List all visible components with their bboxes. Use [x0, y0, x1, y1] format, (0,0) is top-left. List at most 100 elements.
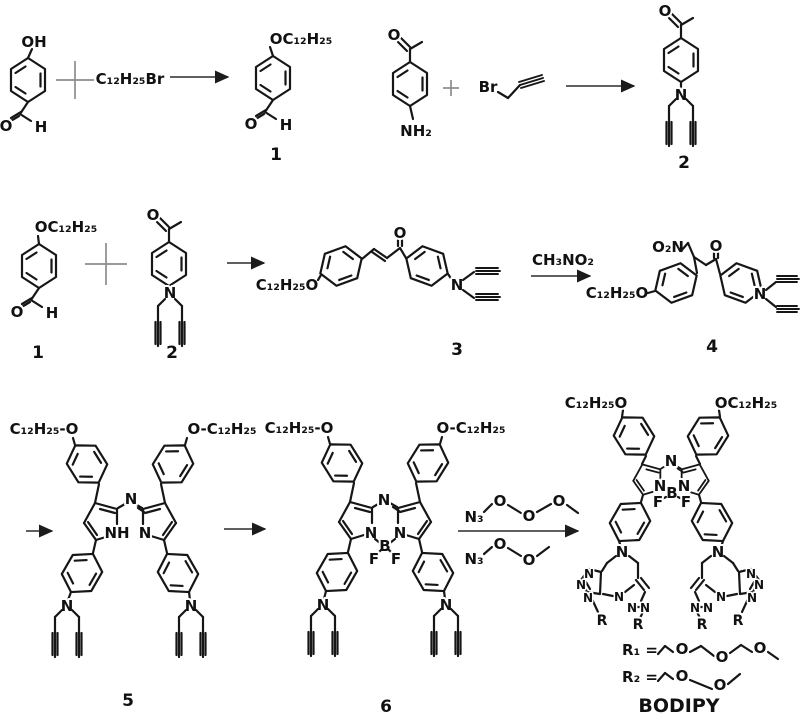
dipropargyl-group: [430, 607, 462, 658]
benzene-ring: [55, 544, 109, 602]
azadipyrromethene-core: [82, 501, 178, 542]
plus-sign: [85, 243, 127, 285]
r-group-label: R: [697, 617, 708, 633]
atom-label-h: H: [35, 118, 48, 136]
benzene-ring: [145, 435, 201, 493]
atom-label-n: N: [627, 601, 637, 615]
atom-label-n: N: [640, 601, 650, 615]
atom-label-n: N: [654, 477, 667, 495]
atom-label-o: O: [714, 676, 727, 694]
benzene-ring: [254, 54, 292, 102]
compound-number-2: 2: [166, 343, 178, 363]
ether-label: O-C₁₂H₂₅: [436, 419, 505, 437]
benzene-ring: [662, 36, 700, 84]
r1-definition-label: R₁ =: [622, 641, 658, 659]
atom-label-n: N: [614, 590, 624, 604]
triazole-cluster-left: N N N N N N R R: [574, 554, 652, 635]
atom-label-n: N: [712, 543, 725, 561]
benzene-ring: [150, 240, 188, 288]
atom-label-o: O: [553, 492, 566, 510]
atom-label-o: O: [11, 303, 24, 321]
r-group-label: R: [633, 617, 644, 633]
benzene-ring: [648, 258, 704, 308]
dipropargyl-group: [764, 275, 800, 313]
compound-number-5: 5: [122, 691, 134, 711]
r-group-label: R: [597, 613, 608, 629]
bromide-label: Br: [479, 78, 498, 96]
compound-number-1: 1: [270, 145, 282, 165]
benzene-ring: [313, 241, 369, 291]
dipropargyl-group: [154, 297, 186, 348]
benzene-ring: [151, 544, 205, 602]
atom-label-n: N: [716, 590, 726, 604]
atom-label-n: N: [576, 578, 586, 592]
atom-label-n: N: [378, 491, 391, 509]
atom-label-n: N: [440, 596, 453, 614]
triazole-cluster-right: N N N N N N R R: [688, 554, 766, 635]
reaction-2: O NH₂ Br O N 2: [386, 0, 700, 175]
hydroxyl-label: OH: [21, 33, 46, 51]
benzene-ring: [399, 241, 455, 291]
nitro-label: O₂N: [652, 238, 684, 256]
atom-label-o: O: [676, 667, 689, 685]
propargyl-chain: [496, 74, 545, 100]
ether-label: OC₁₂H₂₅: [715, 394, 778, 412]
compound-6: N N N B F F C₁₂H₂₅-O O-C₁₂H₂₅ N N 6: [263, 417, 508, 719]
atom-label-f: F: [681, 493, 691, 511]
atom-label-o: O: [147, 206, 160, 224]
benzene-ring: [314, 434, 370, 492]
benzene-ring: [9, 56, 47, 104]
benzene-ring: [20, 242, 58, 290]
compound-number-1: 1: [32, 343, 44, 363]
acetyl-group: [396, 36, 424, 64]
r-group-legend: R₁ = O O O R₂ = O O BODIPY: [620, 637, 780, 719]
benzene-ring: [59, 435, 115, 493]
atom-label-n: N: [616, 543, 629, 561]
atom-label-n: N: [690, 601, 700, 615]
atom-label-n: N: [317, 596, 330, 614]
atom-label-n: N: [665, 452, 678, 470]
atom-label-f: F: [391, 550, 401, 568]
dipropargyl-group: [461, 267, 501, 301]
benzene-ring: [391, 60, 429, 108]
dipropargyl-group: [175, 608, 207, 659]
azide-label: N₃: [464, 550, 483, 568]
benzene-ring: [603, 493, 657, 551]
atom-label-o: O: [754, 639, 767, 657]
atom-label-f: F: [369, 550, 379, 568]
dipropargyl-group: [307, 607, 339, 658]
dipropargyl-group: [51, 608, 83, 659]
atom-label-o: O: [716, 648, 729, 666]
acetyl-group: [155, 216, 183, 244]
plus-sign: [443, 80, 459, 96]
alkyl-halide-label: C₁₂H₂₅Br: [96, 70, 165, 88]
compound-number-3: 3: [451, 340, 463, 360]
bodipy-product: N N N B F F C₁₂H₂₅O OC₁₂H₂₅ N N N N N N …: [563, 392, 780, 635]
ether-label: C₁₂H₂₅-O: [10, 420, 79, 438]
atom-label-n: N: [754, 578, 764, 592]
atom-label-f: F: [653, 493, 663, 511]
atom-label-b: B: [379, 537, 390, 555]
atom-label-o: O: [388, 26, 401, 44]
benzene-ring: [680, 407, 736, 465]
reaction-1: OH O H C₁₂H₂₅Br OC₁₂H₂₅ O H 1: [0, 28, 334, 167]
plus-sign: [56, 61, 94, 99]
compound-number-2: 2: [678, 153, 690, 173]
ether-label: O-C₁₂H₂₅: [187, 420, 256, 438]
atom-label-n: N: [584, 567, 594, 581]
compound-number-6: 6: [380, 697, 392, 717]
benzene-ring: [310, 543, 364, 601]
atom-label-n: N: [451, 276, 464, 294]
atom-label-o: O: [245, 115, 258, 133]
ether-label: OC₁₂H₂₅: [270, 30, 333, 48]
ether-label: C₁₂H₂₅-O: [265, 419, 334, 437]
atom-label-n: N: [61, 597, 74, 615]
step-reagent-label: CH₃NO₂: [532, 251, 594, 269]
atom-label-o: O: [676, 640, 689, 658]
benzene-ring: [606, 407, 662, 465]
atom-label-b: B: [666, 484, 677, 502]
ether-label: C₁₂H₂₅O: [565, 394, 628, 412]
ether-label: C₁₂H₂₅O: [256, 276, 319, 294]
